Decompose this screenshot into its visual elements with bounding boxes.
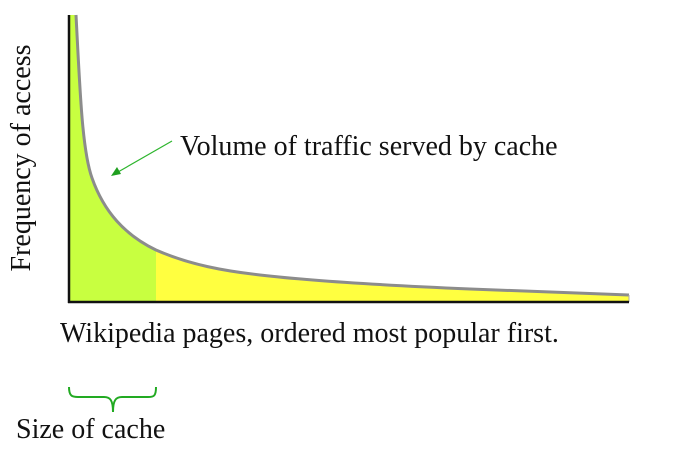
x-axis-label: Wikipedia pages, ordered most popular fi… xyxy=(60,318,559,349)
annotation-arrow-icon xyxy=(111,140,173,176)
frequency-curve xyxy=(74,14,630,297)
cached-region xyxy=(70,15,156,302)
y-axis-label: Frequency of access xyxy=(6,44,37,272)
traffic-annotation: Volume of traffic served by cache xyxy=(180,131,558,162)
cache-size-label: Size of cache xyxy=(16,414,166,445)
cache-size-brace-icon xyxy=(68,386,157,413)
